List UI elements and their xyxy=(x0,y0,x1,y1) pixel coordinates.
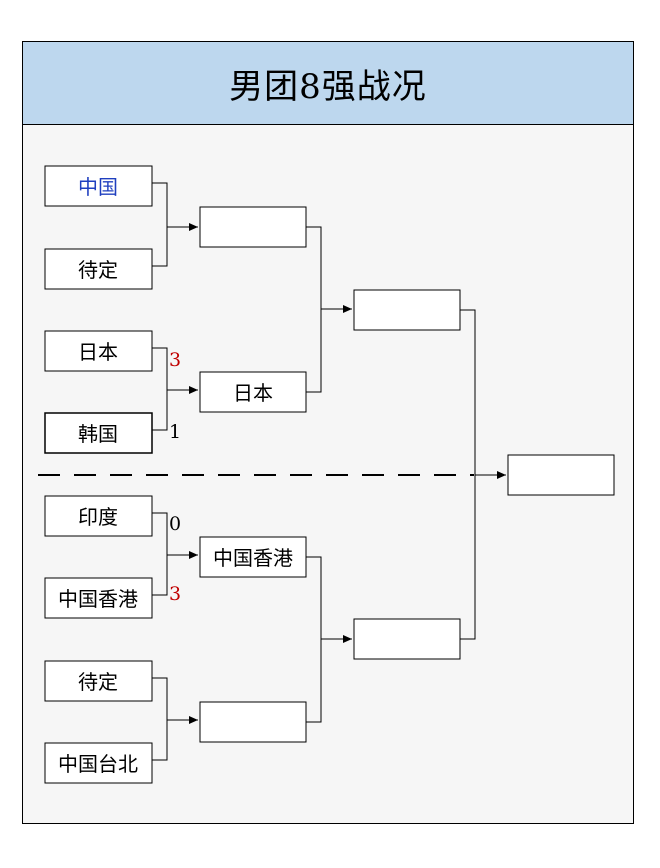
team-label-r1-1: 中国 xyxy=(78,175,118,199)
score-r1-4: 1 xyxy=(169,421,181,443)
connector-r1-match3 xyxy=(152,512,168,596)
team-box-r1-7 xyxy=(44,660,153,702)
team-box-r1-5 xyxy=(44,495,153,537)
team-box-r1-2 xyxy=(44,248,153,290)
round1-match-4: 待定 中国台北 xyxy=(44,660,153,784)
team-label-sf-3: 中国香港 xyxy=(213,546,293,570)
team-label-r1-5: 印度 xyxy=(78,505,118,529)
team-label-r1-8: 中国台北 xyxy=(58,752,138,776)
score-r1-3: 3 xyxy=(169,349,181,371)
connector-sf-bottom xyxy=(306,556,322,723)
round1-connectors xyxy=(152,182,198,761)
final-connectors xyxy=(460,309,506,640)
connector-r1-match2 xyxy=(152,347,168,431)
title-bar: 男团8强战况 xyxy=(23,42,633,125)
team-box-r1-4 xyxy=(44,412,153,454)
team-label-sf-2: 日本 xyxy=(233,381,273,405)
connector-sf-top xyxy=(306,226,322,393)
team-box-r1-6 xyxy=(44,577,153,619)
connector-r1-match4 xyxy=(152,677,168,761)
score-r1-5: 0 xyxy=(169,513,181,535)
semifinal-connectors xyxy=(306,226,352,723)
page-title: 男团8强战况 xyxy=(229,66,427,107)
champion-box xyxy=(507,454,615,496)
team-box-sf-1 xyxy=(199,206,307,248)
team-box-sf-3 xyxy=(199,536,307,578)
team-box-final-1 xyxy=(353,289,461,331)
round1-match-1: 中国 待定 xyxy=(44,165,153,290)
team-box-r1-3 xyxy=(44,330,153,372)
team-label-r1-4: 韩国 xyxy=(78,422,118,446)
team-box-r1-8 xyxy=(44,742,153,784)
round1-match-3: 印度 中国香港 0 3 xyxy=(44,495,181,619)
team-box-r1-1 xyxy=(44,165,153,207)
team-label-r1-6: 中国香港 xyxy=(58,587,138,611)
team-box-sf-4 xyxy=(199,701,307,743)
semifinal-boxes: 日本 中国香港 xyxy=(199,206,307,743)
team-label-r1-3: 日本 xyxy=(78,340,118,364)
score-r1-6: 3 xyxy=(169,583,181,605)
team-label-r1-2: 待定 xyxy=(78,258,118,282)
connector-r1-match1 xyxy=(152,182,198,267)
team-label-r1-7: 待定 xyxy=(78,670,118,694)
team-box-final-2 xyxy=(353,618,461,660)
round1-match-2: 日本 韩国 3 1 xyxy=(44,330,181,454)
